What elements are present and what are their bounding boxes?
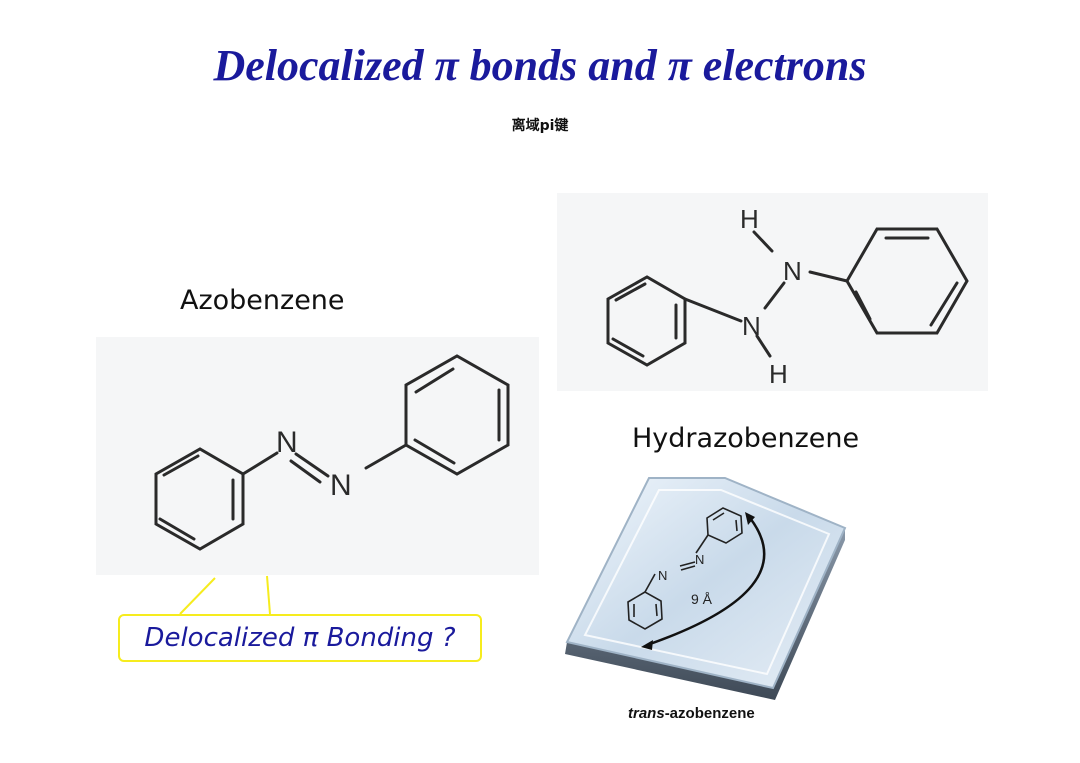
hydrazobenzene-structure: H N N H	[557, 193, 988, 391]
hydrazo-n-top-label: N	[783, 256, 802, 286]
delocalized-bonding-callout: Delocalized π Bonding ?	[118, 614, 482, 662]
trans-azobenzene-plate: N N 9 Å	[565, 477, 847, 700]
caption-rest: -azobenzene	[664, 705, 755, 722]
azo-n1-label: N	[276, 426, 298, 459]
left-benzene-ring	[154, 447, 245, 551]
hydrazobenzene-label: Hydrazobenzene	[632, 423, 860, 454]
azobenzene-label: Azobenzene	[180, 285, 345, 316]
left-benzene-ring	[606, 275, 687, 367]
plate-surface	[565, 477, 847, 690]
right-benzene-ring	[404, 354, 510, 476]
slide-subtitle: 离域pi键	[511, 118, 569, 134]
azobenzene-structure: N N	[96, 337, 539, 575]
azobenzene-diagram: N N	[154, 354, 510, 551]
azo-n2-label: N	[330, 469, 352, 502]
distance-label: 9 Å	[691, 591, 713, 607]
hydrazo-n-bottom-label: N	[742, 311, 761, 341]
hydrazo-h-top-label: H	[740, 204, 759, 234]
trans-azobenzene-figure: N N 9 Å	[555, 470, 855, 700]
hydrazobenzene-diagram: H N N H	[606, 204, 969, 389]
trans-n1-label: N	[658, 568, 667, 583]
hydrazo-h-bottom-label: H	[769, 359, 788, 389]
trans-n2-label: N	[695, 552, 704, 567]
lower-benzene-ring	[627, 591, 663, 630]
trans-azobenzene-caption: trans-azobenzene	[628, 705, 755, 722]
right-benzene-ring	[845, 227, 969, 335]
caption-italic: trans	[628, 705, 665, 722]
slide-title: Delocalized π bonds and π electrons	[213, 41, 867, 90]
